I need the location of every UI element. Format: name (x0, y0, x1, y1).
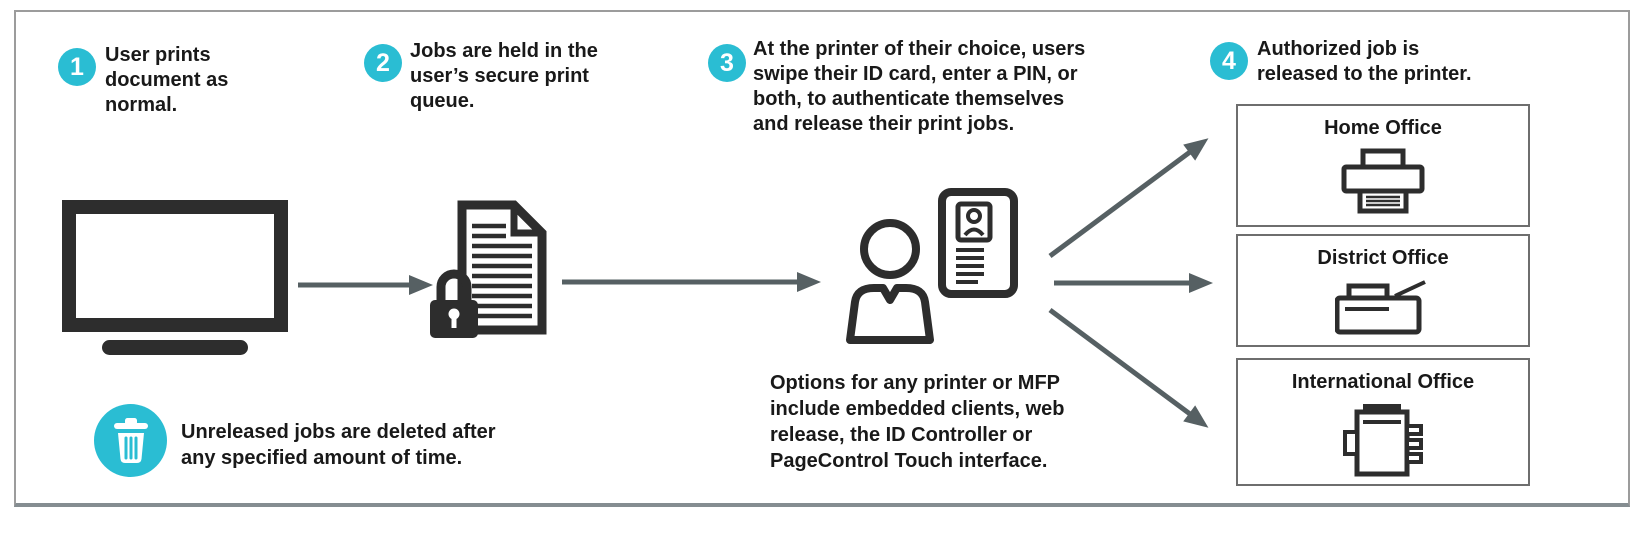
step-3-options-note: Options for any printer or MFP include e… (770, 372, 1065, 472)
user-with-id-card-icon (838, 188, 1018, 351)
office-label-district: District Office (1317, 247, 1449, 269)
step-1-text: User prints document as normal. (105, 44, 229, 116)
locked-document-icon (428, 196, 558, 351)
copier-mfp-icon (1341, 402, 1425, 483)
computer-monitor-icon (62, 200, 288, 361)
office-box-district: District Office (1236, 234, 1530, 347)
office-printer-icon (1334, 278, 1431, 341)
step-4-badge: 4 (1210, 42, 1248, 80)
office-label-international: International Office (1291, 371, 1475, 393)
step-2-text: Jobs are held in the user’s secure print… (410, 40, 598, 112)
office-label-home: Home Office (1324, 117, 1442, 139)
step-2-badge: 2 (364, 44, 402, 82)
office-box-international: International Office (1236, 358, 1530, 486)
step-4-text: Authorized job is released to the printe… (1257, 38, 1472, 85)
trash-icon (94, 404, 167, 477)
step-3-badge: 3 (708, 44, 746, 82)
deletion-note-text: Unreleased jobs are deleted after any sp… (181, 421, 496, 469)
office-box-home: Home Office (1236, 104, 1530, 227)
step-1-badge: 1 (58, 48, 96, 86)
desktop-printer-icon (1340, 148, 1426, 219)
step-3-text: At the printer of their choice, users sw… (753, 38, 1086, 135)
